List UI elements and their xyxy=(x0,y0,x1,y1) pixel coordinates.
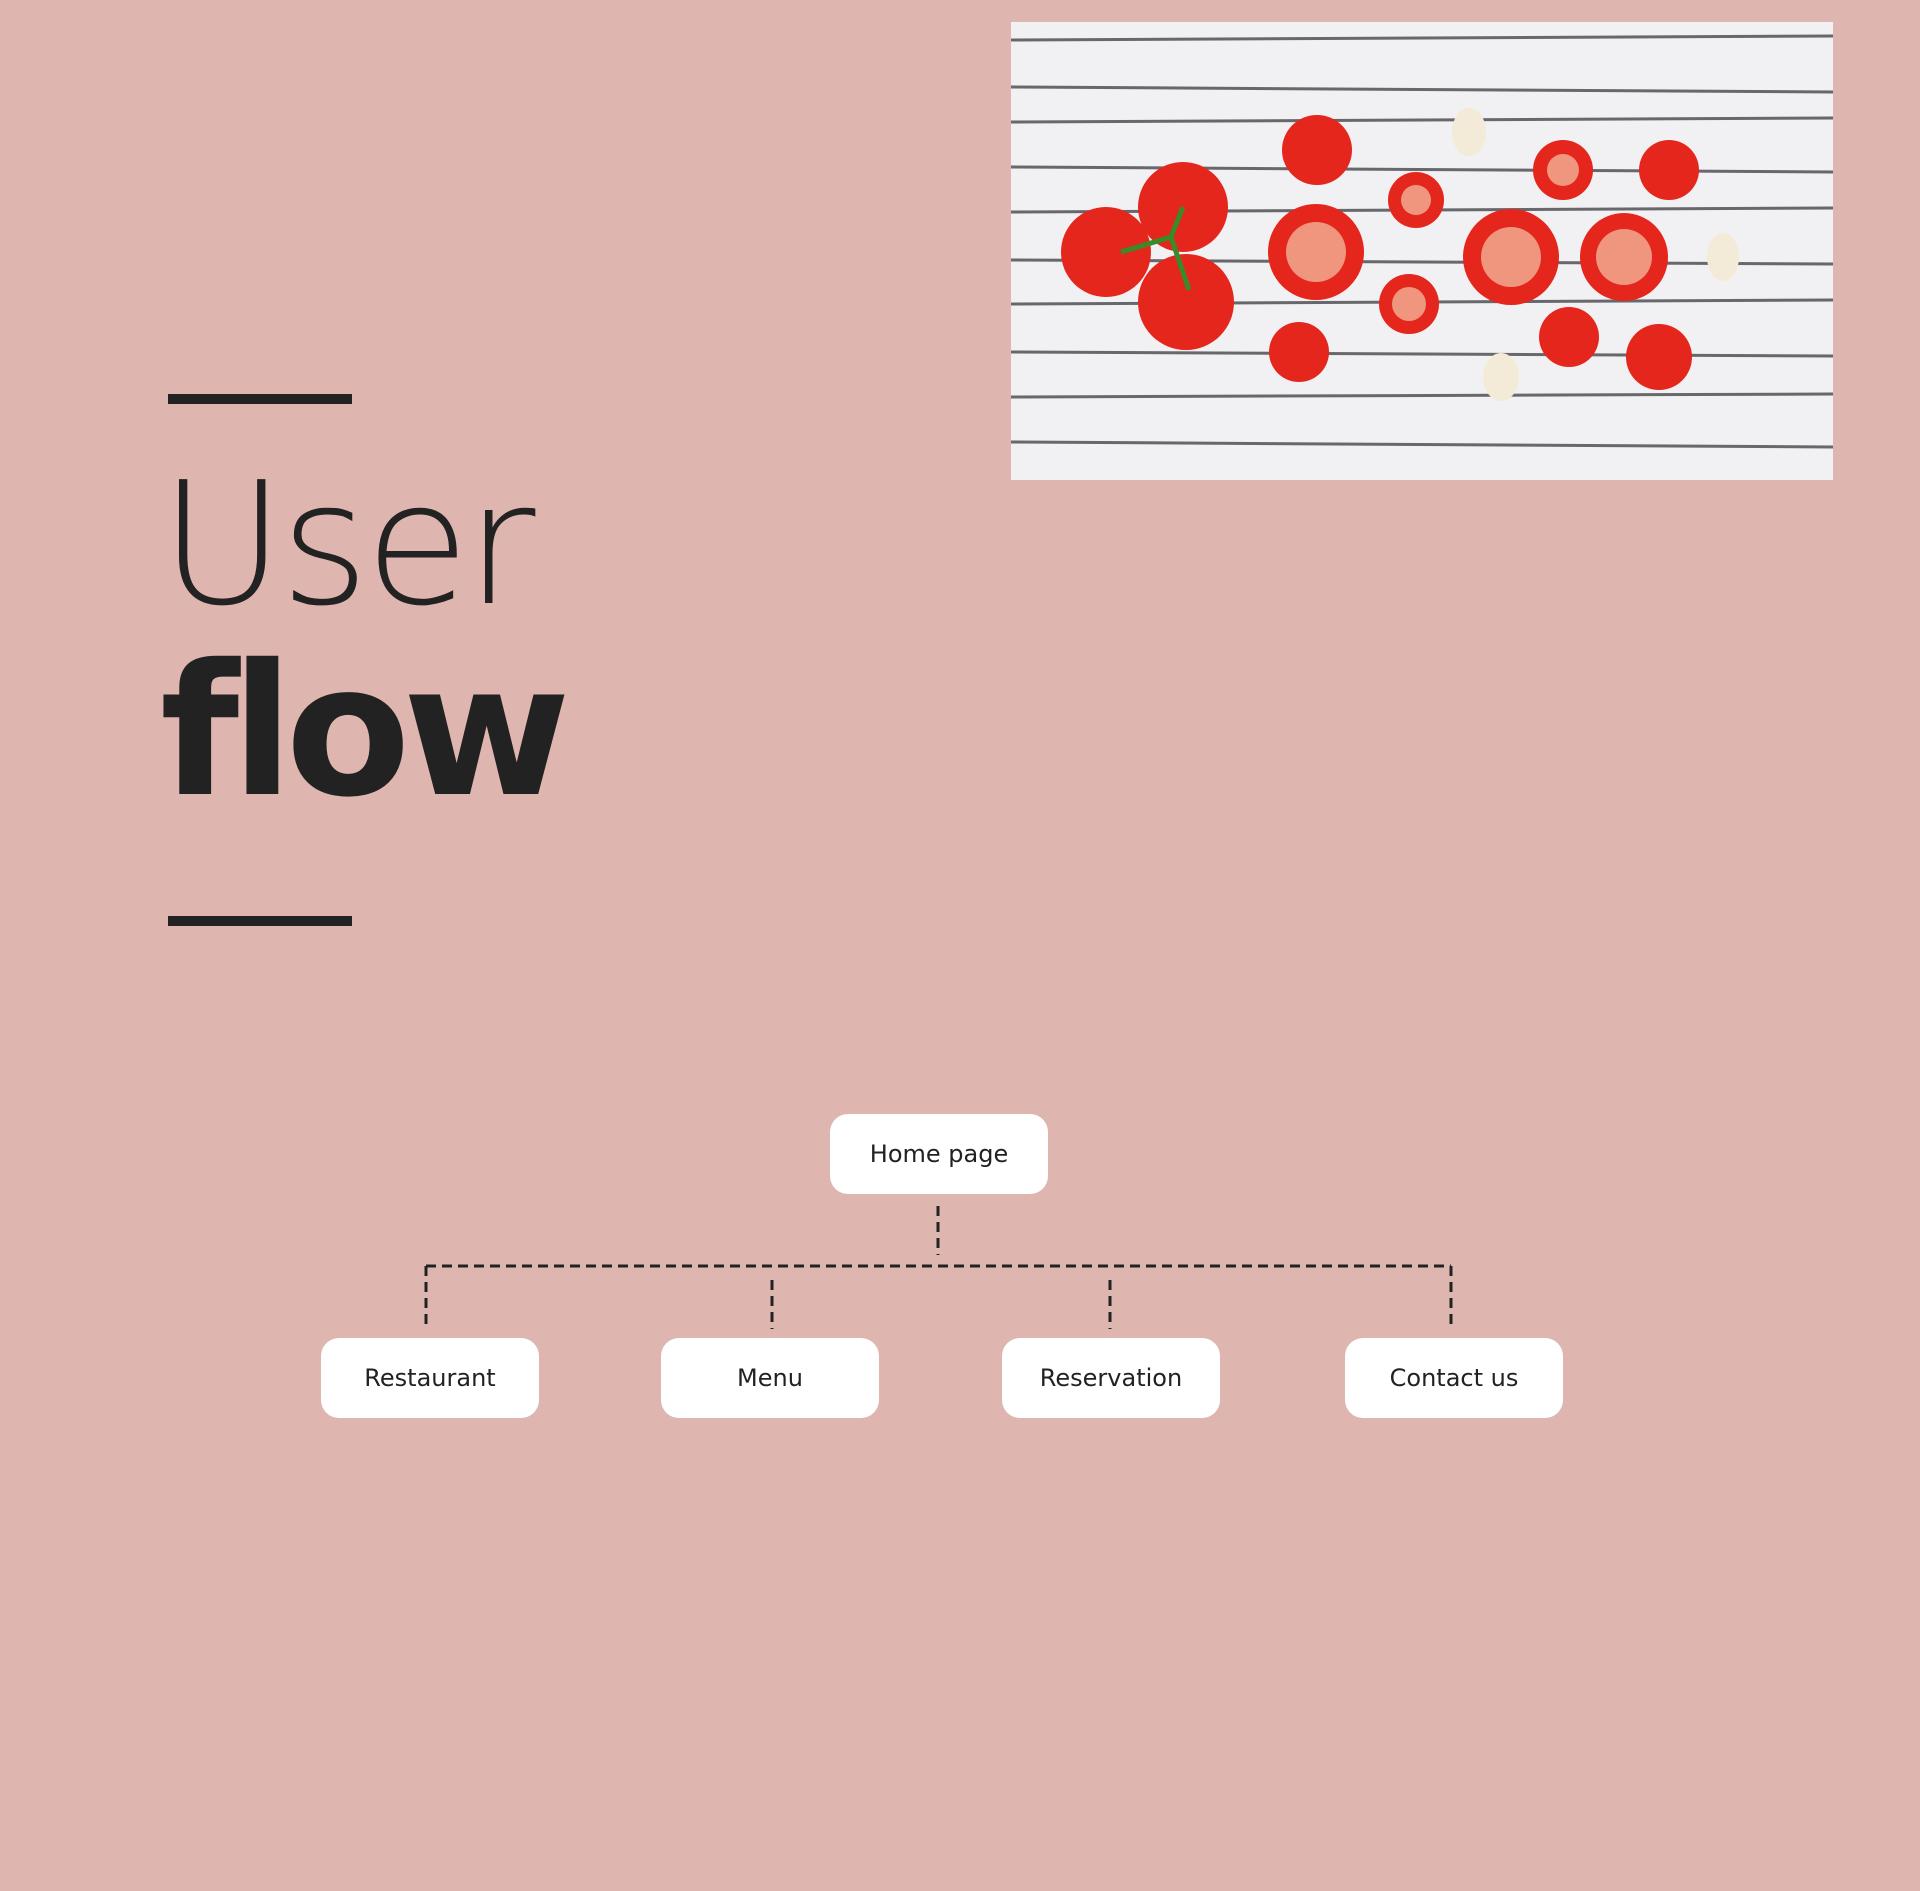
node-home-page[interactable]: Home page xyxy=(830,1114,1048,1194)
node-menu[interactable]: Menu xyxy=(661,1338,879,1418)
node-reservation[interactable]: Reservation xyxy=(1002,1338,1220,1418)
title-user: User xyxy=(160,446,535,644)
tomatoes-photo xyxy=(1011,22,1833,480)
node-restaurant[interactable]: Restaurant xyxy=(321,1338,539,1418)
top-divider xyxy=(168,394,352,404)
bottom-divider xyxy=(168,916,352,926)
node-contact-us[interactable]: Contact us xyxy=(1345,1338,1563,1418)
tomatoes-image xyxy=(1011,22,1833,480)
title-flow: flow xyxy=(160,625,571,837)
